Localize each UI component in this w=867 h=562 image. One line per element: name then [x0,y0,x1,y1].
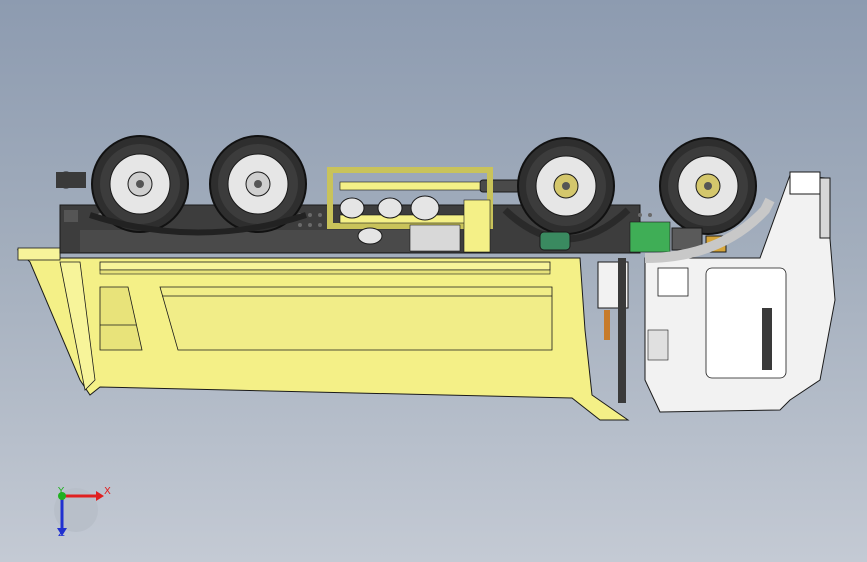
side-mirror [762,308,772,370]
hose [604,310,610,340]
dump-body-rail-top [99,261,551,271]
triad-shadow [54,488,98,532]
z-arrowhead-icon [57,528,67,536]
triad-z-label: Z [58,528,65,539]
chassis-frame-lower [80,230,410,252]
hydraulic-frame [327,167,493,253]
drive-shaft [479,179,521,193]
triad-x-label: X [104,486,111,497]
dump-body-panel-main [159,286,553,351]
hydraulic-bar-bottom [339,214,481,224]
dump-body [16,247,630,421]
engine-bay [539,221,727,403]
dump-body-panel-left [99,286,143,351]
hydraulic-tank [409,224,461,252]
cab-window-panel [705,267,787,379]
tow-bracket [56,172,86,188]
air-intake [789,171,821,195]
pump-2 [377,197,403,219]
pump-1 [339,197,365,219]
pump-3 [410,195,440,221]
rear-leaf-spring [89,212,307,236]
hydraulic-bar-top [339,181,481,191]
coordinate-triad [57,491,104,536]
cab [644,171,836,413]
triad-y-label: Y [58,486,65,497]
dump-body-rail [99,269,551,275]
dump-body-lip [17,247,61,261]
pump-4 [357,227,383,245]
cab-grille [647,329,669,361]
hydraulic-post [463,199,491,253]
air-intake-pipe [819,177,831,239]
rear-bumper [64,210,78,222]
dump-body-brace [59,261,96,391]
cab-step [657,267,689,297]
rear-wheel-2 [209,135,307,233]
front-wheel-2 [659,137,757,235]
cab-handrail [644,197,775,263]
y-axis-dot [58,492,66,500]
x-arrowhead-icon [96,491,104,501]
green-tank [539,231,571,251]
front-wheel-1 [517,137,615,235]
rear-wheel-1 [91,135,189,233]
exhaust-pipe [618,258,626,403]
green-bracket [629,221,671,253]
